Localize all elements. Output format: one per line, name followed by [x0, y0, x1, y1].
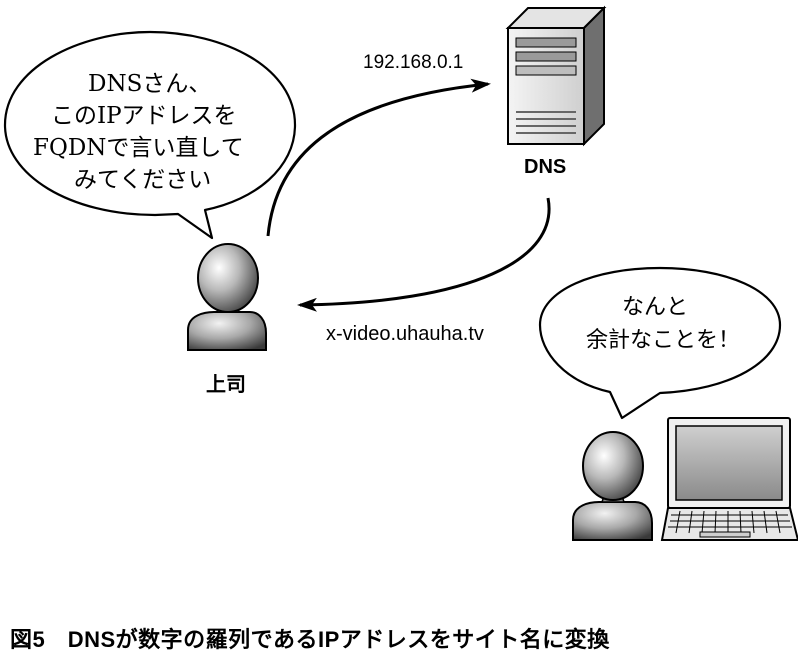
- fqdn-label: x-video.uhauha.tv: [326, 323, 484, 345]
- person-icon: [572, 431, 653, 541]
- boss-bubble-line-2: このIPアドレスを: [51, 103, 237, 129]
- request-arrow: [266, 78, 491, 237]
- boss-bubble-line-1: DNSさん、: [88, 71, 212, 97]
- user-bubble-line-1: なんと: [622, 295, 689, 320]
- user-speech-bubble: [538, 266, 782, 420]
- laptop-icon: [660, 417, 798, 541]
- dns-label: DNS: [524, 156, 567, 178]
- boss-bubble-line-4: みてください: [74, 167, 212, 193]
- boss-label: 上司: [206, 374, 246, 396]
- boss-bubble-line-3: FQDNで言い直して: [33, 135, 244, 161]
- boss-speech-bubble: [3, 30, 297, 240]
- server-icon: [505, 5, 607, 147]
- person-icon: [187, 243, 267, 351]
- figure-caption: 図5 DNSが数字の羅列であるIPアドレスをサイト名に変換: [10, 627, 610, 652]
- response-arrow: [297, 197, 551, 312]
- ip-address-label: 192.168.0.1: [363, 52, 464, 73]
- user-bubble-line-2: 余計なことを！: [586, 328, 741, 353]
